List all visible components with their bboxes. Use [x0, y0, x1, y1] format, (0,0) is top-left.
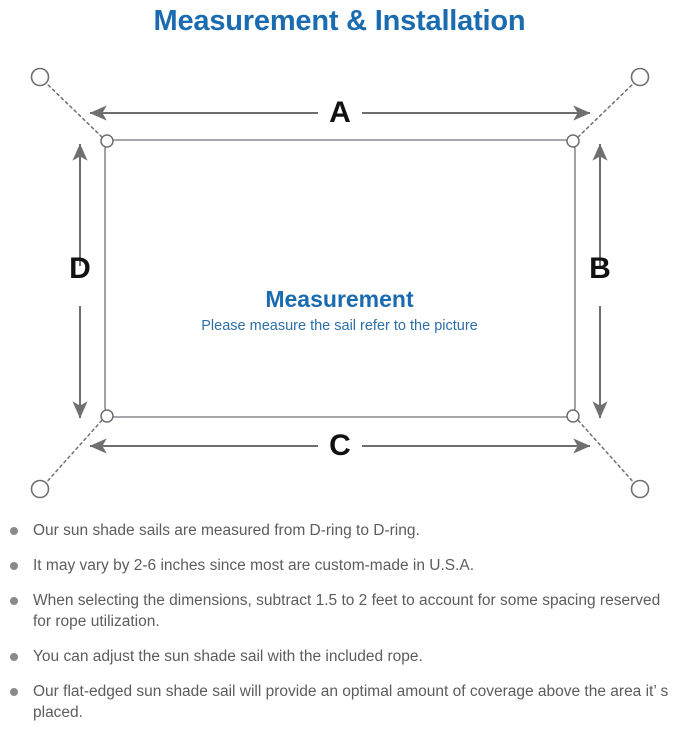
sail-shape	[104, 139, 576, 418]
d-ring-top-left	[100, 134, 114, 148]
note-text: Our sun shade sails are measured from D-…	[33, 522, 420, 539]
dimension-label-b: B	[589, 252, 611, 285]
d-ring-bottom-left	[100, 409, 114, 423]
anchor-ring-top-right	[630, 67, 650, 87]
anchor-ring-bottom-left	[30, 479, 50, 499]
bullet-icon	[10, 562, 18, 570]
note-text: You can adjust the sun shade sail with t…	[33, 648, 423, 665]
list-item: Our flat-edged sun shade sail will provi…	[0, 681, 679, 723]
d-ring-top-right	[566, 134, 580, 148]
d-ring-bottom-right	[566, 409, 580, 423]
bullet-icon	[10, 597, 18, 605]
bullet-icon	[10, 653, 18, 661]
rope-line-bottom-left	[43, 417, 105, 486]
note-text: Our flat-edged sun shade sail will provi…	[33, 683, 669, 721]
page-title: Measurement & Installation	[153, 5, 526, 37]
anchor-ring-bottom-right	[630, 479, 650, 499]
note-text: When selecting the dimensions, subtract …	[33, 592, 661, 630]
dimension-label-a: A	[329, 96, 351, 129]
list-item: When selecting the dimensions, subtract …	[0, 590, 679, 632]
list-item: Our sun shade sails are measured from D-…	[0, 520, 679, 541]
bullet-icon	[10, 527, 18, 535]
dimension-label-d: D	[69, 252, 91, 285]
dimension-label-c: C	[329, 429, 351, 462]
diagram-svg	[30, 67, 650, 499]
rope-line-top-left	[43, 80, 105, 140]
notes-list: Our sun shade sails are measured from D-…	[0, 520, 679, 737]
note-text: It may vary by 2-6 inches since most are…	[33, 557, 475, 574]
list-item: You can adjust the sun shade sail with t…	[0, 646, 679, 667]
measurement-diagram: Measurement Please measure the sail refe…	[0, 44, 679, 514]
anchor-ring-top-left	[30, 67, 50, 87]
bullet-icon	[10, 688, 18, 696]
rope-line-top-right	[575, 80, 637, 140]
list-item: It may vary by 2-6 inches since most are…	[0, 555, 679, 576]
rope-line-bottom-right	[575, 417, 637, 486]
